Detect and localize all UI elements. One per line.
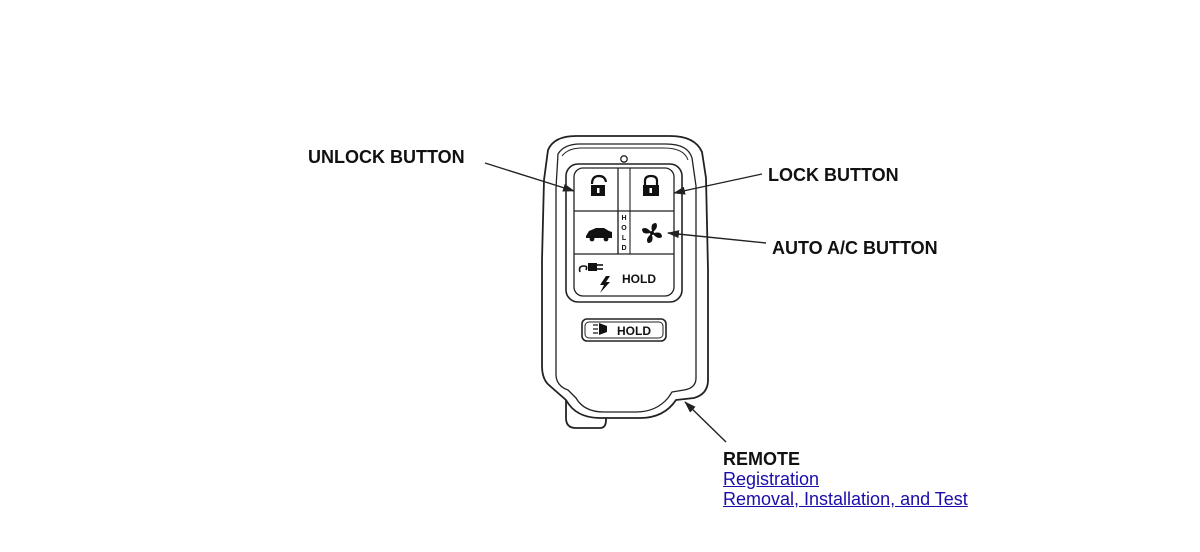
registration-link[interactable]: Registration	[723, 469, 820, 489]
fob-shell-edge	[561, 147, 689, 161]
svg-text:L: L	[622, 235, 627, 242]
remote-callout-block: REMOTE Registration Removal, Installatio…	[723, 449, 968, 509]
lock-button-callout: LOCK BUTTON	[768, 165, 899, 185]
fob-inner-shell	[555, 143, 697, 413]
auto-ac-button-callout: AUTO A/C BUTTON	[772, 238, 938, 258]
svg-text:H: H	[621, 215, 626, 222]
remote-callout: REMOTE	[723, 449, 801, 469]
ev-charge-plug-icon	[578, 263, 610, 293]
unlock-button-callout: UNLOCK BUTTON	[308, 147, 465, 167]
svg-text:O: O	[621, 225, 627, 232]
svg-text:D: D	[621, 245, 626, 252]
unlock-leader	[484, 162, 575, 192]
removal-installation-test-link[interactable]: Removal, Installation, and Test	[723, 489, 968, 509]
lights-button: HOLD	[581, 318, 667, 342]
headlight-icon	[593, 323, 607, 335]
leader-lines	[484, 162, 767, 443]
charge-hold-label: HOLD	[622, 272, 656, 286]
remote-leader	[684, 401, 727, 443]
fob-led-dot	[620, 155, 628, 163]
padlock-closed-icon	[643, 174, 659, 196]
padlock-open-icon	[590, 174, 608, 196]
fan-icon	[642, 223, 662, 243]
lights-hold-label: HOLD	[617, 324, 651, 338]
lock-leader	[673, 173, 763, 195]
ac-leader	[667, 230, 767, 244]
vertical-hold-label: H O L D	[621, 215, 627, 252]
car-trunk-icon	[586, 228, 612, 242]
